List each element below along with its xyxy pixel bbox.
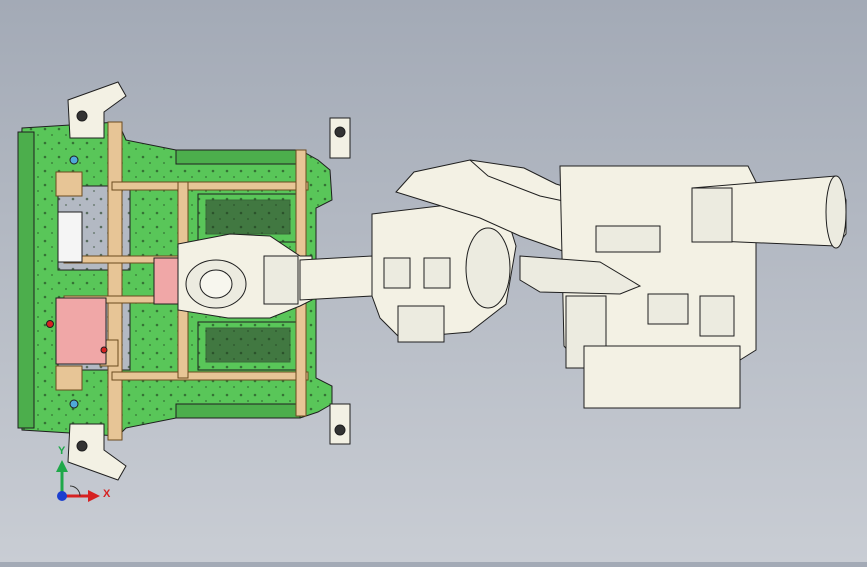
robot-base-plate [583,345,741,409]
locator-pad-white [57,211,83,263]
triad-y-label: Y [58,445,66,457]
robot-arm[interactable] [177,159,847,409]
triad-origin [57,491,67,501]
coordinate-triad [56,460,100,502]
robot-forearm [299,255,373,301]
triad-x-label: X [103,488,111,500]
fixture-markers [46,155,108,409]
clamp-brackets [67,81,351,481]
locator-pad-pink [55,297,107,365]
